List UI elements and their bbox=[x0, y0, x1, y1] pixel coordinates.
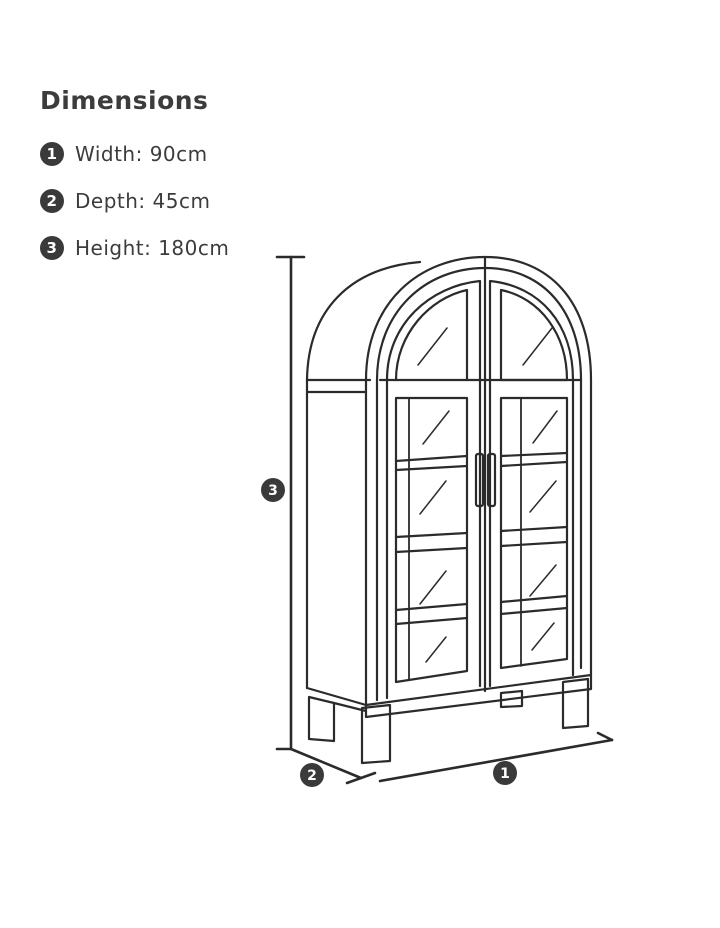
spec-height-label: Height: 180cm bbox=[75, 236, 230, 260]
interior-shelf-edges bbox=[408, 397, 522, 681]
spec-depth-number-badge: 2 bbox=[40, 189, 64, 213]
spec-height: 3 Height: 180cm bbox=[40, 236, 229, 260]
marker-width: 1 bbox=[493, 761, 517, 785]
depth-dimension-line bbox=[289, 747, 377, 785]
left-door bbox=[385, 279, 482, 700]
right-door bbox=[488, 279, 575, 688]
svg-text:1: 1 bbox=[500, 766, 510, 782]
spec-width-label: Width: 90cm bbox=[75, 142, 208, 166]
cabinet-legs bbox=[360, 677, 590, 765]
spec-width: 1 Width: 90cm bbox=[40, 142, 208, 166]
glass-reflection-marks bbox=[417, 327, 558, 663]
svg-text:2: 2 bbox=[307, 768, 317, 784]
spec-depth-label: Depth: 45cm bbox=[75, 189, 211, 213]
spec-depth: 2 Depth: 45cm bbox=[40, 189, 210, 213]
spec-width-number-badge: 1 bbox=[40, 142, 64, 166]
height-dimension-line bbox=[275, 255, 306, 751]
cabinet-front-frame bbox=[364, 255, 593, 719]
spec-height-number-badge: 3 bbox=[40, 236, 64, 260]
width-dimension-line bbox=[378, 731, 614, 783]
marker-height: 3 bbox=[261, 478, 285, 502]
door-handles bbox=[474, 452, 497, 508]
dimensions-heading: Dimensions bbox=[40, 86, 209, 115]
svg-text:3: 3 bbox=[268, 483, 278, 499]
marker-depth: 2 bbox=[300, 763, 324, 787]
cabinet-side-panel bbox=[305, 260, 422, 743]
